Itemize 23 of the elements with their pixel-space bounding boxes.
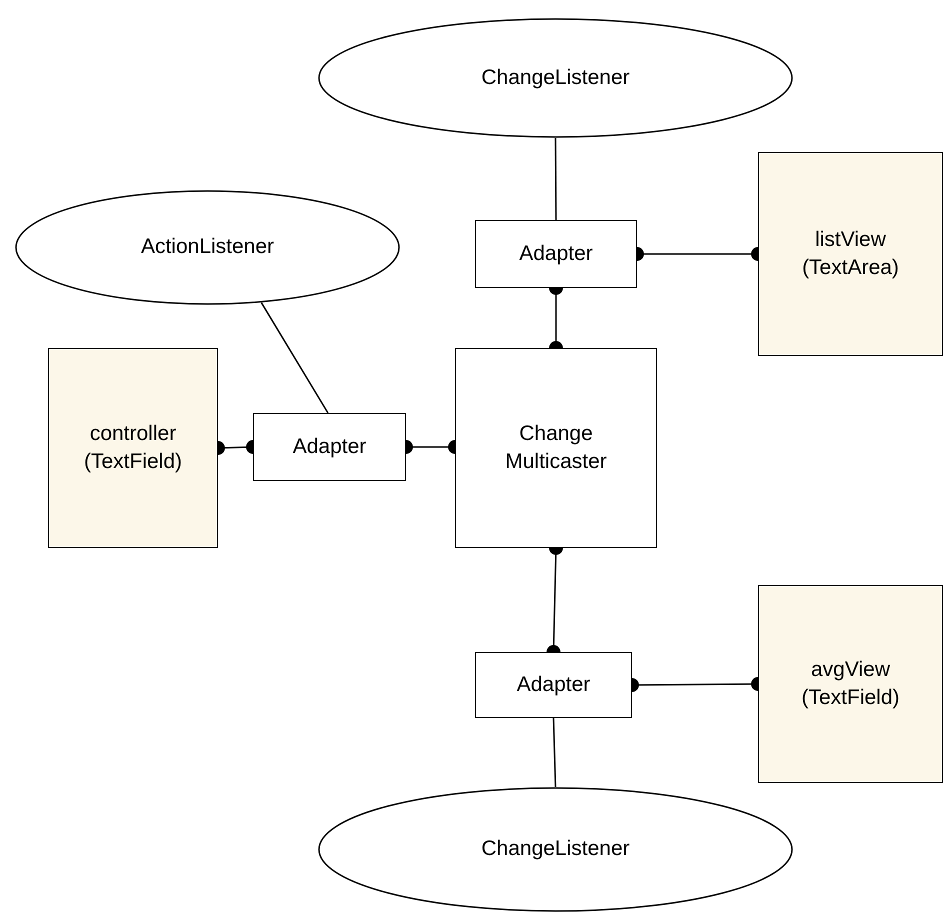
- interface-ellipse: [318, 18, 793, 138]
- node-label: avgView (TextField): [800, 656, 901, 711]
- adapter-box: [455, 348, 657, 548]
- connector: [260, 302, 329, 414]
- interface-ellipse: [318, 787, 793, 912]
- node-label: Adapter: [519, 240, 593, 267]
- connector: [552, 718, 556, 788]
- node-label: controller (TextField): [82, 420, 184, 475]
- interface-ellipse: [15, 190, 400, 305]
- component-box: [758, 152, 943, 356]
- adapter-box: [253, 413, 406, 481]
- node-label: ChangeListener: [481, 836, 630, 862]
- node-label: ActionListener: [140, 234, 274, 260]
- node-label: Adapter: [516, 672, 590, 698]
- node-label: ChangeListener: [481, 64, 630, 91]
- component-box: [758, 585, 943, 783]
- node-label: Change Multicaster: [504, 420, 608, 475]
- connector: [554, 138, 557, 220]
- component-box: [48, 348, 218, 548]
- adapter-box: [475, 220, 637, 288]
- adapter-box: [475, 652, 632, 718]
- node-label: listView (TextArea): [801, 226, 900, 281]
- node-label: Adapter: [292, 434, 366, 460]
